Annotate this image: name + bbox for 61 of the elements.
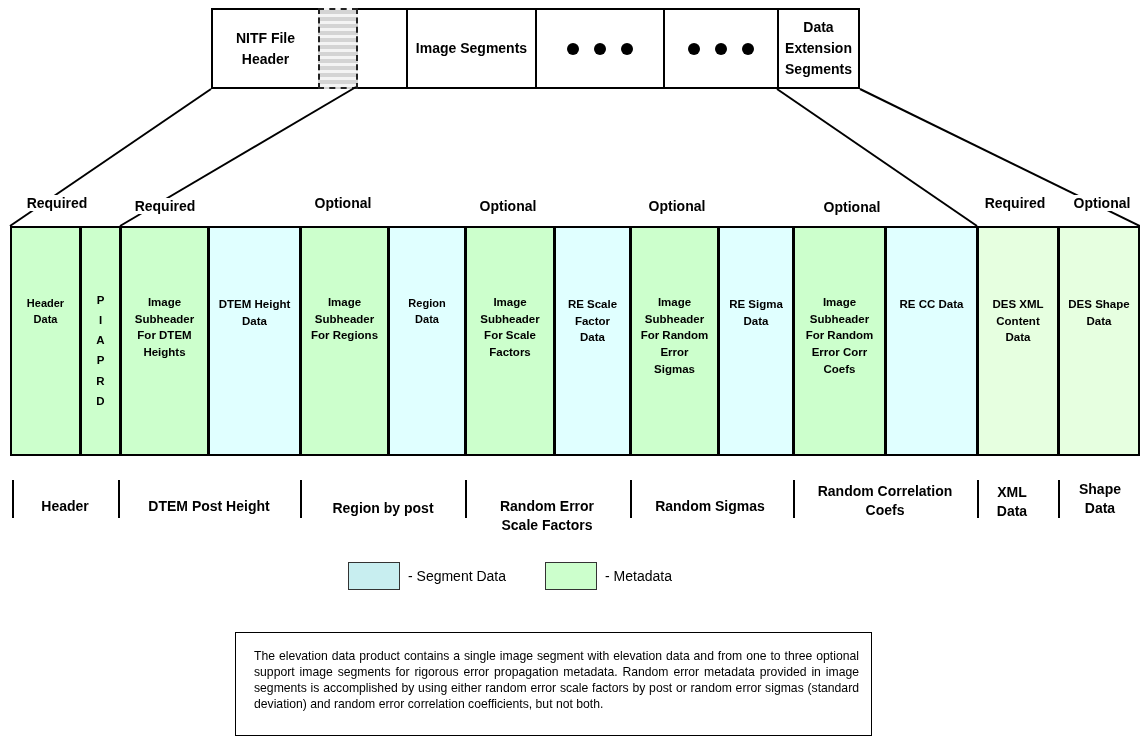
column-label: Header Data — [25, 296, 66, 327]
group-label: Random Sigmas — [654, 497, 766, 516]
data-segment-column — [885, 226, 978, 456]
metadata-column — [977, 226, 1059, 456]
expansion-line — [776, 88, 978, 227]
column-label: Region Data — [407, 296, 447, 327]
status-label: Optional — [477, 198, 539, 214]
metadata-column — [80, 226, 121, 456]
column-label: DES Shape Data — [1067, 297, 1131, 329]
column-label: Image Subheader For Regions — [309, 295, 380, 344]
expansion-line — [9, 88, 212, 227]
data-segment-column — [388, 226, 466, 456]
segment-label: Data Extension Segments — [784, 18, 853, 79]
metadata-column — [630, 226, 719, 456]
group-label: XML Data — [995, 483, 1029, 521]
status-label: Optional — [1071, 195, 1133, 211]
column-label: RE Sigma Data — [728, 297, 784, 329]
column-label: RE CC Data — [899, 297, 964, 312]
note-box — [235, 632, 872, 736]
column-label: Image Subheader For Random Error Sigmas — [639, 295, 710, 377]
metadata-column — [1058, 226, 1140, 456]
metadata-column — [300, 226, 389, 456]
metadata-column — [10, 226, 81, 456]
segment-box — [211, 8, 408, 89]
expansion-line — [859, 88, 1140, 227]
column-label: Image Subheader For DTEM Heights — [133, 295, 196, 360]
column-label: DES XML Content Data — [991, 297, 1045, 346]
segment-label: NITF File Header — [234, 28, 297, 69]
data-segment-column — [554, 226, 631, 456]
status-label: Optional — [646, 198, 708, 214]
metadata-column — [120, 226, 209, 456]
group-label: DTEM Post Height — [147, 497, 271, 516]
segment-box — [406, 8, 537, 89]
segment-box — [663, 8, 779, 89]
group-label: Region by post — [331, 499, 435, 518]
hatched-strip — [318, 8, 358, 89]
status-label: Required — [982, 195, 1048, 211]
segment-box — [535, 8, 665, 89]
status-label: Optional — [312, 195, 374, 211]
note-text: The elevation data product contains a single image segment with elevation data and from one to three optional support image segments for rigorous error propagation metadata. Random error metadata provided in image segments is accomplished by using either random error scale factors by post or random error sigmas (standard deviation) and random error correlation coefficients, but not both. — [254, 649, 859, 713]
column-label: RE Scale Factor Data — [566, 297, 619, 346]
group-label: Random Correlation Coefs — [816, 482, 954, 520]
legend-label: - Metadata — [605, 568, 672, 584]
column-label: PIAPRD — [95, 293, 106, 409]
status-label: Optional — [821, 199, 883, 215]
expansion-line — [119, 86, 357, 227]
column-label: DTEM Height Data — [217, 297, 292, 329]
metadata-column — [793, 226, 886, 456]
column-label: Image Subheader For Random Error Corr Coefs — [804, 295, 875, 377]
data-segment-column — [718, 226, 794, 456]
legend-label: - Segment Data — [408, 568, 507, 584]
group-label: Shape Data — [1078, 480, 1122, 518]
segment-box — [777, 8, 860, 89]
data-segment-column — [208, 226, 301, 456]
metadata-column — [465, 226, 555, 456]
status-label: Required — [24, 195, 90, 211]
group-label: Header — [40, 497, 90, 516]
group-label: Random Error Scale Factors — [498, 497, 596, 535]
segment-label: Image Segments — [415, 39, 528, 58]
column-label: Image Subheader For Scale Factors — [479, 295, 541, 360]
status-label: Required — [132, 198, 198, 214]
